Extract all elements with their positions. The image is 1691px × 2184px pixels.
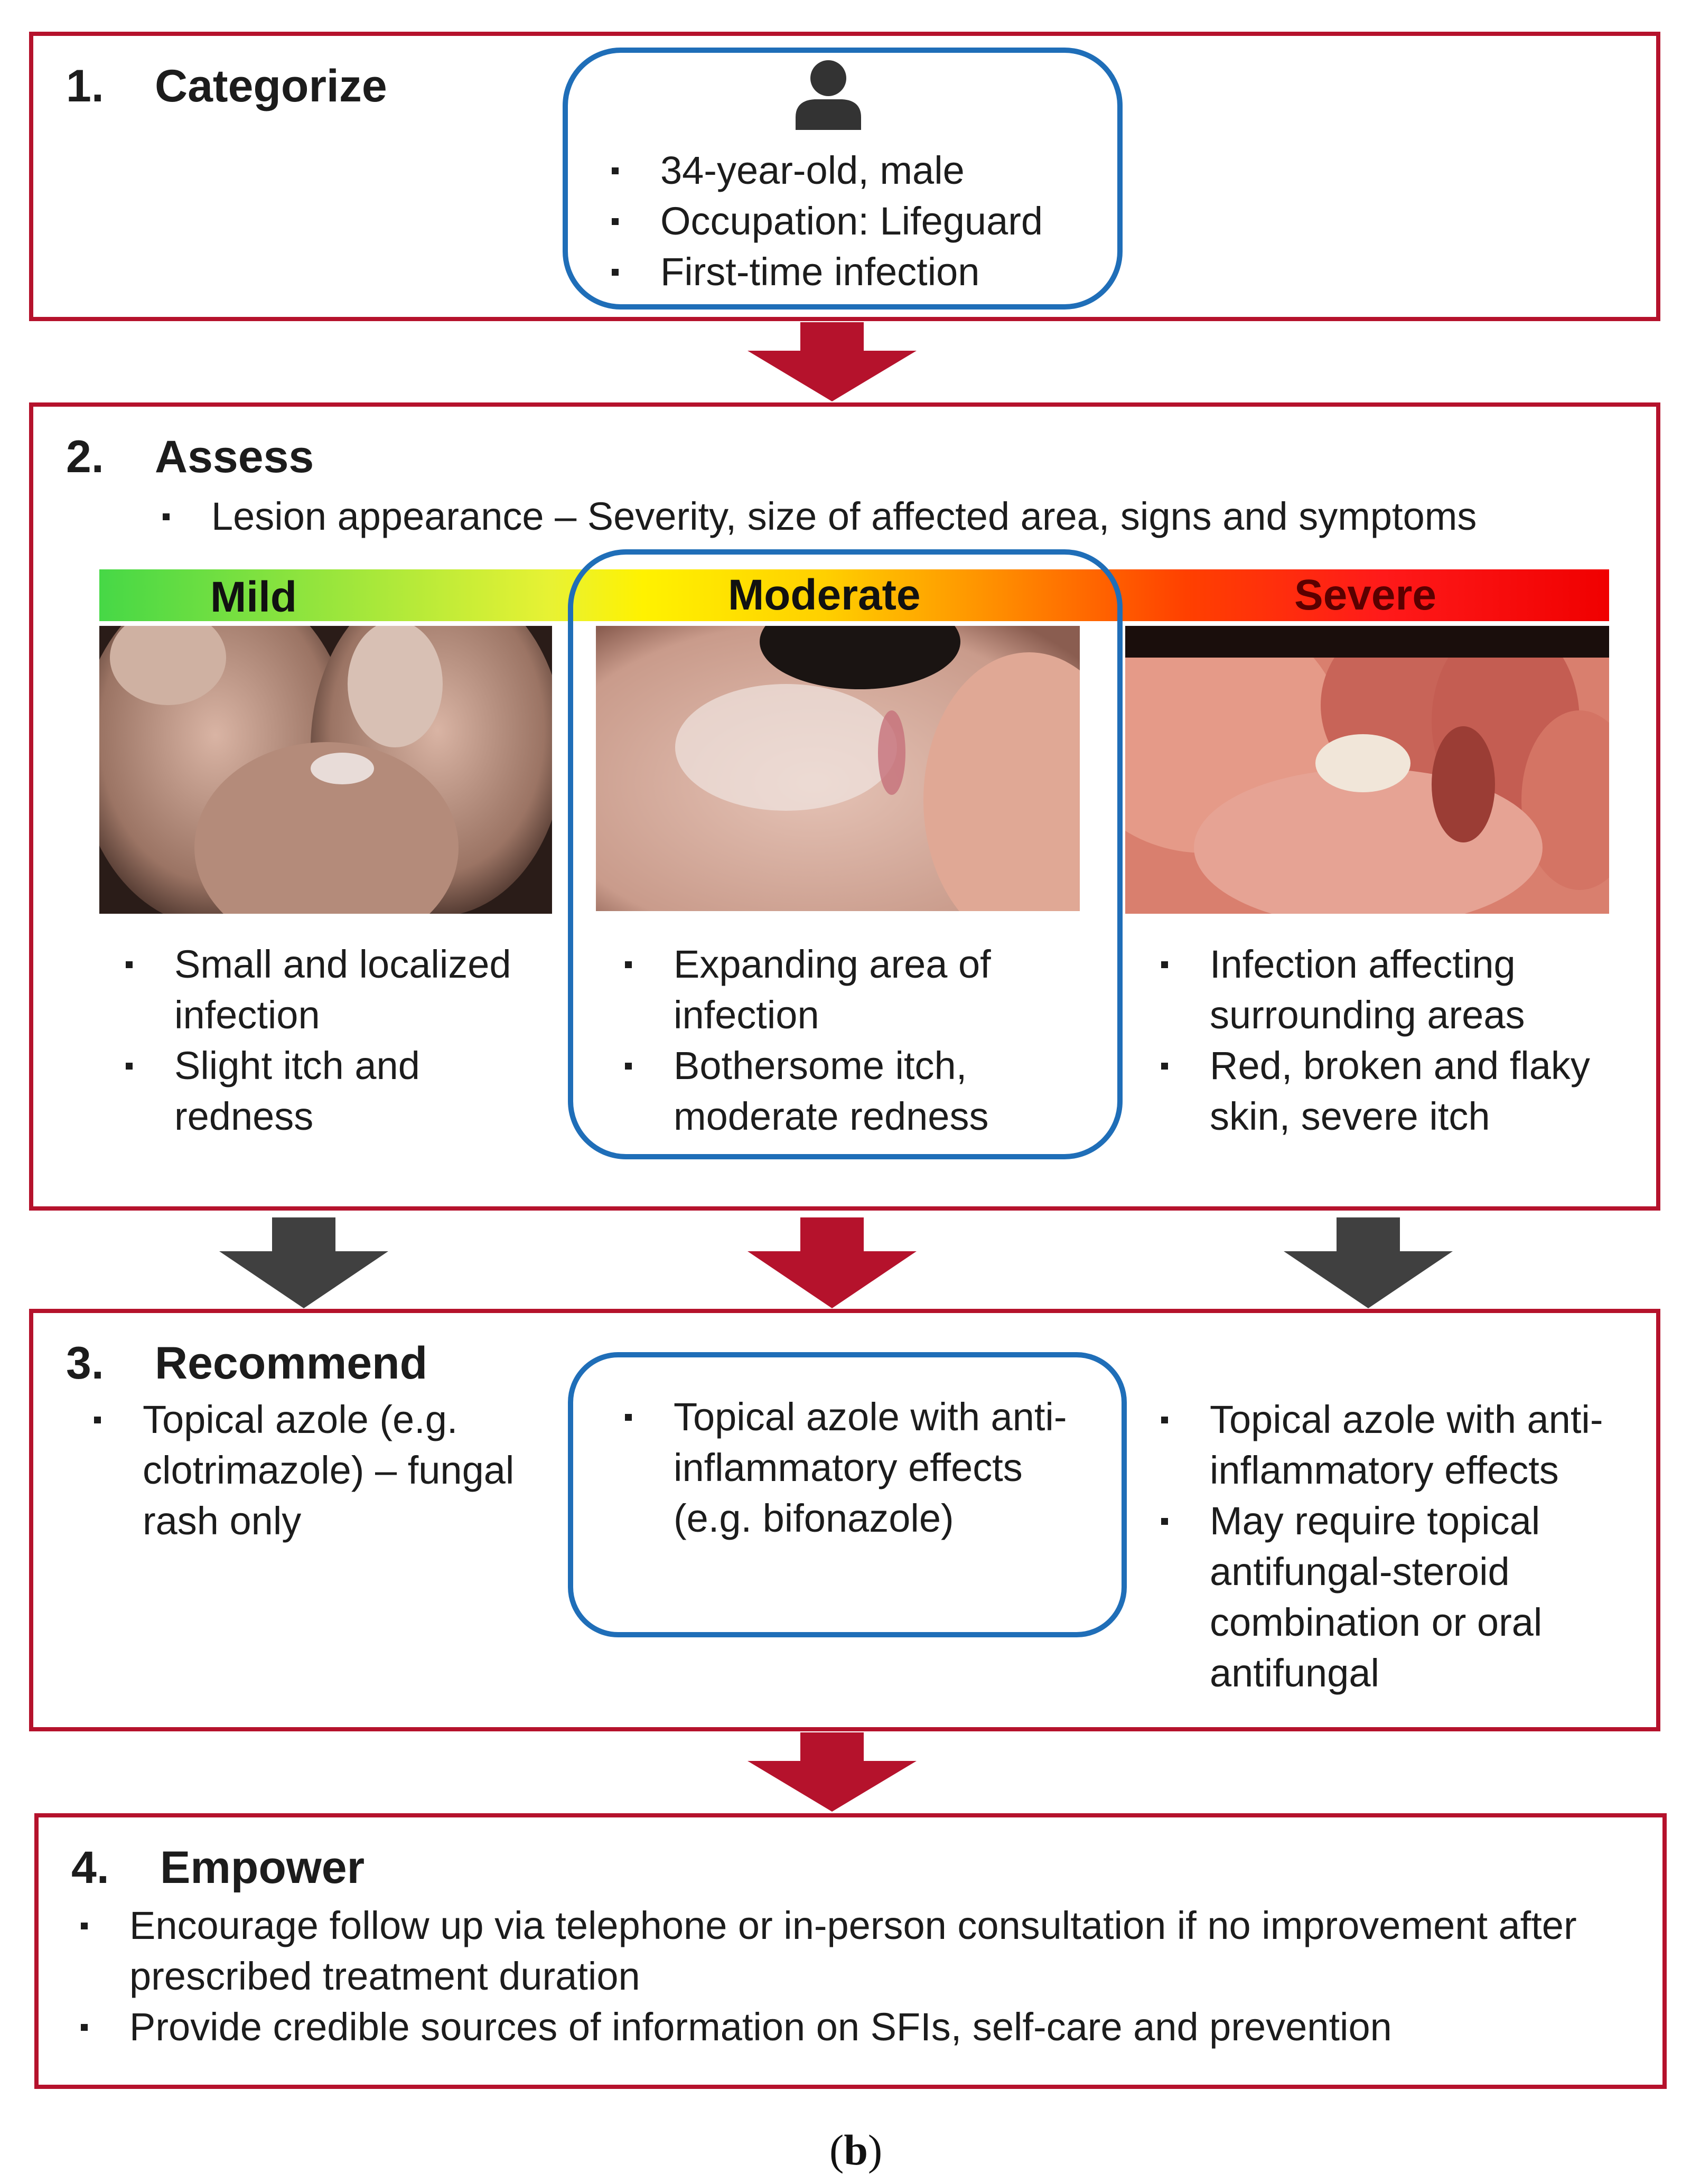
severe-finding-item: Infection affecting surrounding areas xyxy=(1152,939,1601,1041)
recommend-section: 3. Recommend xyxy=(29,1309,1660,1731)
mild-lesion-photo xyxy=(99,626,552,914)
mild-recommendation-list: Topical azole (e.g. clotrimazole) – fung… xyxy=(85,1394,539,1546)
empower-item: Encourage follow up via telephone or in-… xyxy=(71,1900,1651,2002)
moderate-lesion-photo xyxy=(596,626,1080,911)
caption-close: ) xyxy=(867,2126,883,2174)
flow-arrow-1-to-2 xyxy=(748,322,917,401)
mild-findings-list: Small and localized infection Slight itc… xyxy=(116,939,555,1142)
patient-details-list: 34-year-old, male Occupation: Lifeguard … xyxy=(602,145,1120,297)
patient-profile-box xyxy=(563,48,1123,310)
assess-criteria: Lesion appearance – Severity, size of af… xyxy=(153,491,1659,542)
empower-list: Encourage follow up via telephone or in-… xyxy=(71,1900,1651,2052)
assess-number: 2. xyxy=(66,432,104,482)
mild-recommendation-item: Topical azole (e.g. clotrimazole) – fung… xyxy=(85,1394,539,1546)
moderate-recommendation-list: Topical azole with anti-inflammatory eff… xyxy=(615,1392,1070,1544)
severity-gradient-bar xyxy=(99,569,1609,621)
moderate-findings-list: Expanding area of infection Bothersome i… xyxy=(615,939,1064,1142)
moderate-finding-item: Expanding area of infection xyxy=(615,939,1064,1041)
severity-label-severe: Severe xyxy=(1294,571,1437,619)
recommend-title: Recommend xyxy=(155,1338,428,1389)
moderate-highlight-box xyxy=(568,549,1123,1159)
severity-label-moderate: Moderate xyxy=(728,571,921,619)
assess-criteria-list: Lesion appearance – Severity, size of af… xyxy=(153,491,1659,542)
severe-recommendation-item: May require topical antifungal-steroid c… xyxy=(1152,1496,1659,1699)
severe-recommendation-list: Topical azole with anti-inflammatory eff… xyxy=(1152,1394,1659,1699)
severe-recommendation-item: Topical azole with anti-inflammatory eff… xyxy=(1152,1394,1659,1496)
caption-open: ( xyxy=(829,2126,844,2174)
flow-arrow-3-to-4 xyxy=(748,1732,917,1812)
moderate-finding-item: Bothersome itch, moderate redness xyxy=(615,1041,1064,1142)
mild-finding-item: Small and localized infection xyxy=(116,939,555,1041)
categorize-title: Categorize xyxy=(155,61,387,111)
patient-detail-item: 34-year-old, male xyxy=(602,145,1120,196)
empower-item: Provide credible sources of information … xyxy=(71,2002,1651,2052)
flow-arrow-mild xyxy=(219,1217,388,1308)
severe-findings-list: Infection affecting surrounding areas Re… xyxy=(1152,939,1601,1142)
caption-letter: b xyxy=(844,2126,868,2174)
person-icon xyxy=(796,60,861,130)
empower-title: Empower xyxy=(160,1842,365,1893)
empower-number: 4. xyxy=(71,1842,109,1893)
recommend-number: 3. xyxy=(66,1338,104,1389)
severity-label-mild: Mild xyxy=(210,573,297,621)
recommend-highlight-box xyxy=(568,1352,1127,1637)
mild-finding-item: Slight itch and redness xyxy=(116,1041,555,1142)
empower-section: 4. Empower xyxy=(34,1813,1667,2089)
assess-title: Assess xyxy=(155,432,314,482)
patient-detail-item: Occupation: Lifeguard xyxy=(602,196,1120,247)
figure-caption: (b) xyxy=(829,2129,882,2172)
severe-finding-item: Red, broken and flaky skin, severe itch xyxy=(1152,1041,1601,1142)
flow-arrow-severe xyxy=(1284,1217,1453,1308)
moderate-recommendation-item: Topical azole with anti-inflammatory eff… xyxy=(615,1392,1070,1544)
severe-lesion-photo xyxy=(1125,626,1609,914)
flow-arrow-moderate xyxy=(748,1217,917,1308)
patient-detail-item: First-time infection xyxy=(602,247,1120,297)
categorize-number: 1. xyxy=(66,61,104,111)
